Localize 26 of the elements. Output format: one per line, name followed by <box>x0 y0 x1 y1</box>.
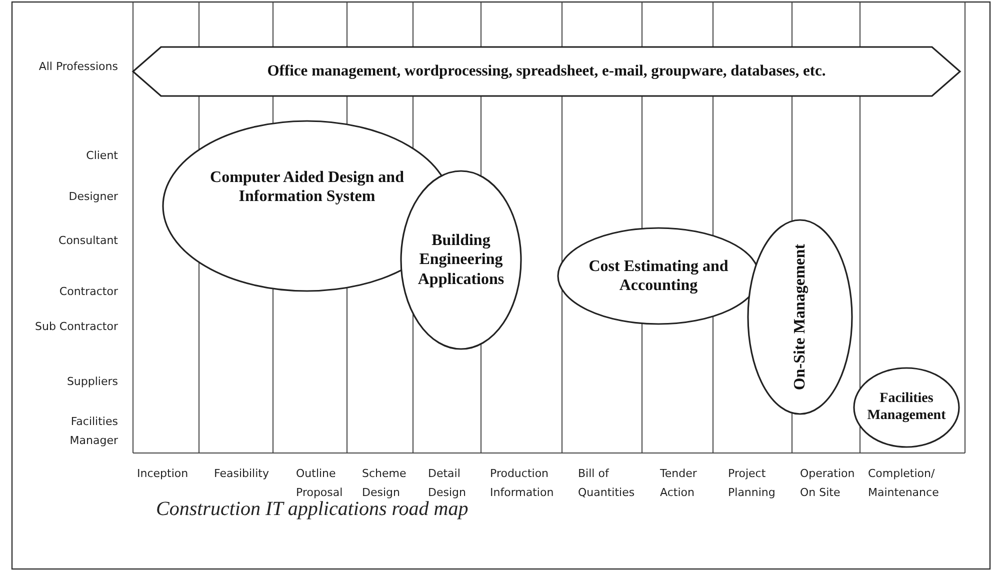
application-label: Facilities Management <box>866 390 947 424</box>
stage-label: Feasibility <box>214 466 270 482</box>
profession-label: Suppliers <box>66 374 118 390</box>
application-label: On-Site Management <box>790 244 810 390</box>
stage-label: Detail Design <box>428 466 467 501</box>
stage-label: Completion/ Maintenance <box>868 466 940 501</box>
profession-label: Designer <box>68 189 118 205</box>
stage-label: Project Planning <box>728 466 776 501</box>
profession-label: Consultant <box>58 233 118 249</box>
stage-label: Outline Proposal <box>296 466 344 501</box>
profession-label: Facilities Manager <box>68 414 118 449</box>
stage-label: Tender Action <box>660 466 698 501</box>
profession-label: Client <box>85 148 118 164</box>
stage-label: Production Information <box>490 466 555 501</box>
profession-label: Contractor <box>58 284 118 300</box>
application-label: Building Engineering Applications <box>416 231 506 289</box>
stage-label: Scheme Design <box>362 466 408 501</box>
application-label: Office management, wordprocessing, spreadsheet, e-mail, groupware, databases, etc. <box>267 62 826 81</box>
figure-caption: Construction IT applications road map <box>156 498 468 521</box>
application-label: Cost Estimating and Accounting <box>588 256 730 296</box>
stage-label: Bill of Quantities <box>578 466 636 501</box>
profession-label: Sub Contractor <box>34 319 118 335</box>
profession-label: All Professions <box>38 59 118 75</box>
stage-label: Inception <box>137 466 190 482</box>
application-label: Computer Aided Design and Information System <box>209 168 405 206</box>
stage-label: Operation On Site <box>800 466 856 501</box>
